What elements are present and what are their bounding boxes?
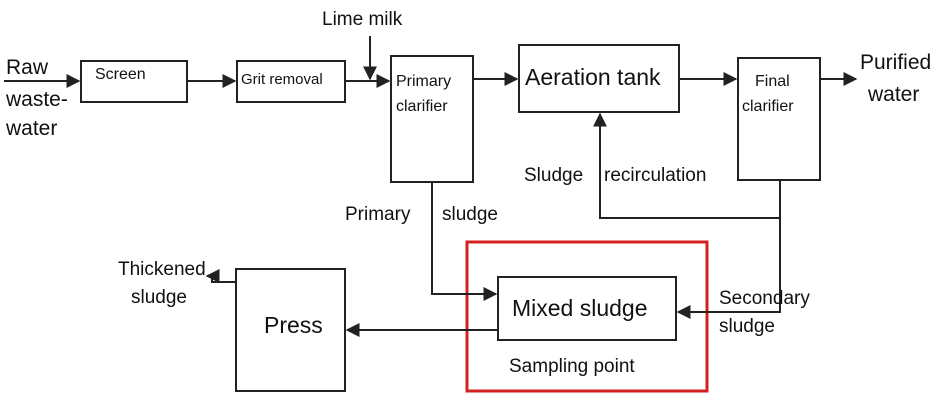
final-clarifier-label-2: clarifier <box>742 98 794 115</box>
grit-removal-box <box>236 60 346 103</box>
final-clarifier-label-1: Final <box>755 73 790 90</box>
primary-sludge-label-2: sludge <box>442 204 498 225</box>
mixed-sludge-box <box>497 276 677 341</box>
sludge-recirculation-line <box>593 112 781 219</box>
sampling-point-highlight <box>465 240 709 393</box>
primary-clarifier-label-1: Primary <box>396 73 452 90</box>
primary-sludge-label-1: Primary <box>345 204 411 225</box>
screen-label: Screen <box>95 66 146 83</box>
raw-wastewater-label-2: waste- <box>6 88 68 111</box>
primary-clarifier-label-2: clarifier <box>396 98 448 115</box>
grit-removal-label: Grit removal <box>241 71 323 88</box>
lime-milk-label: Lime milk <box>322 9 403 30</box>
secondary-sludge-label-2: sludge <box>719 316 775 337</box>
mixed-sludge-label: Mixed sludge <box>512 295 648 321</box>
primary-clarifier-box <box>390 55 474 183</box>
secondary-sludge-label-1: Secondary <box>719 288 810 309</box>
purified-water-label-2: water <box>868 83 920 106</box>
sludge-recirculation-label-1: Sludge <box>524 165 584 186</box>
press-label: Press <box>264 312 323 338</box>
press-box <box>235 268 346 392</box>
purified-water-label-1: Purified <box>860 51 932 74</box>
screen-box <box>80 60 188 103</box>
thickened-sludge-label-2: sludge <box>131 287 187 308</box>
primary-sludge-line <box>431 182 498 301</box>
press-to-thickened-line <box>205 269 236 283</box>
thickened-sludge-label-1: Thickened <box>118 259 206 280</box>
sampling-point-label: Sampling point <box>509 356 635 377</box>
raw-wastewater-label-1: Raw <box>6 56 49 79</box>
sludge-recirculation-label-2: recirculation <box>604 165 707 186</box>
raw-wastewater-label-3: water <box>6 117 58 140</box>
secondary-sludge-line <box>676 218 781 319</box>
aeration-tank-label: Aeration tank <box>525 64 661 90</box>
